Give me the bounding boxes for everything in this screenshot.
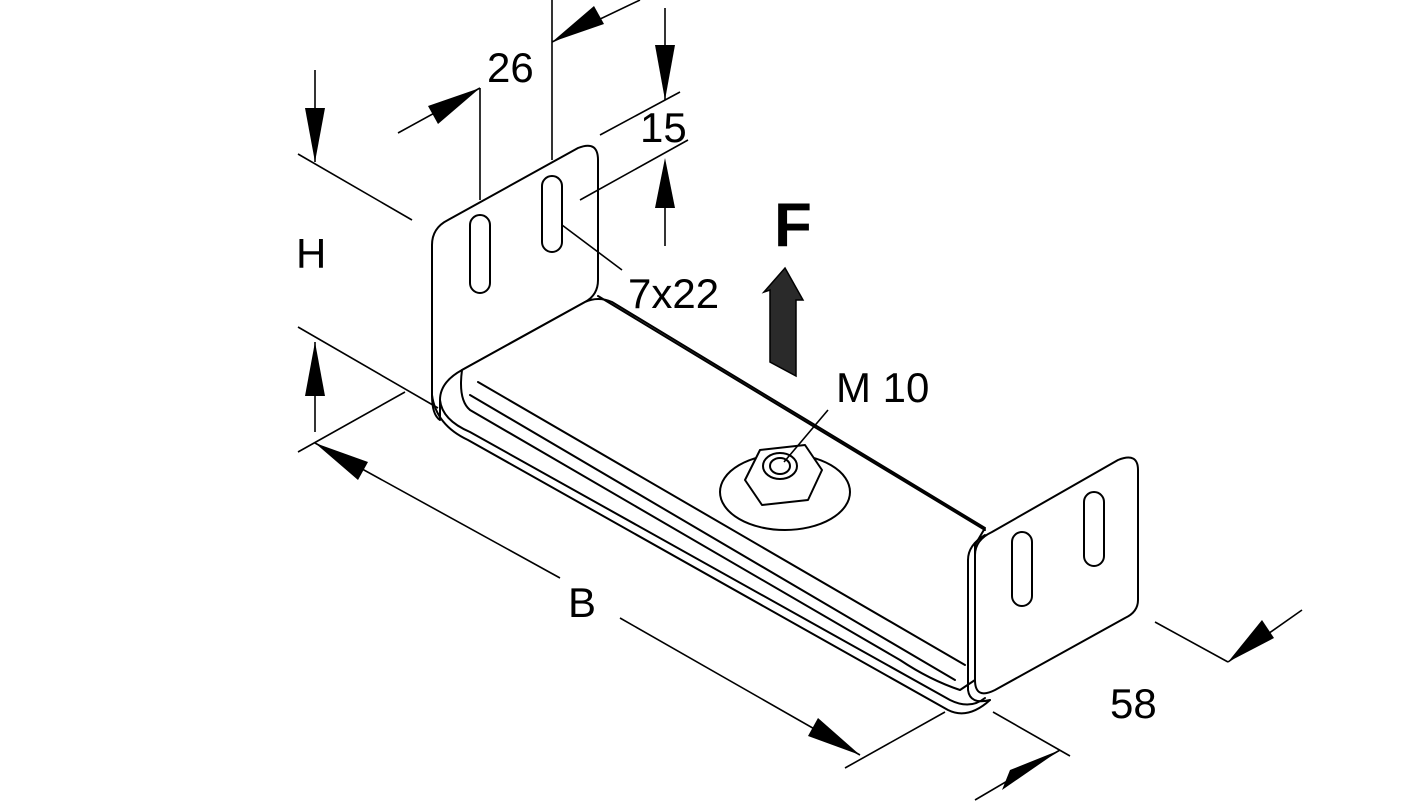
right-flange-edge	[967, 559, 991, 703]
left-flange	[431, 144, 599, 421]
dimension-58-label: 58	[1110, 680, 1157, 727]
dimension-15: 15	[579, 8, 689, 246]
nut-thread-inner	[769, 457, 791, 475]
base-plate-rear-edge	[597, 295, 986, 531]
thread-callout-label: M 10	[836, 364, 929, 411]
dimension-26: 26	[397, 0, 641, 200]
base-plate-front-edge	[439, 399, 986, 706]
base-plate-groove	[469, 394, 956, 681]
bracket-part	[431, 144, 1139, 715]
dimension-15-label: 15	[640, 104, 687, 151]
dimension-b: B	[297, 391, 946, 769]
slot-right-2	[1083, 491, 1105, 567]
force-arrow: F	[761, 191, 812, 378]
dimension-b-label: B	[568, 579, 596, 626]
force-arrow-shape	[761, 266, 805, 378]
right-flange-top-edge	[967, 534, 986, 561]
dimension-h: H	[296, 70, 439, 432]
slot-callout: 7x22	[561, 224, 719, 317]
dimension-26-label: 26	[487, 44, 534, 91]
dimension-58: 58	[974, 609, 1303, 801]
slot-left-1	[469, 214, 491, 294]
right-flange	[974, 456, 1139, 695]
slot-callout-label: 7x22	[628, 270, 719, 317]
thread-callout: M 10	[783, 364, 929, 463]
nut-thread-hole	[762, 452, 798, 480]
base-plate-bottom-edge	[431, 394, 991, 715]
slot-left-2	[541, 175, 563, 253]
base-plate-groove-2	[477, 381, 966, 666]
force-label: F	[774, 191, 812, 260]
dimension-h-label: H	[296, 230, 326, 277]
slot-right-1	[1011, 531, 1033, 607]
